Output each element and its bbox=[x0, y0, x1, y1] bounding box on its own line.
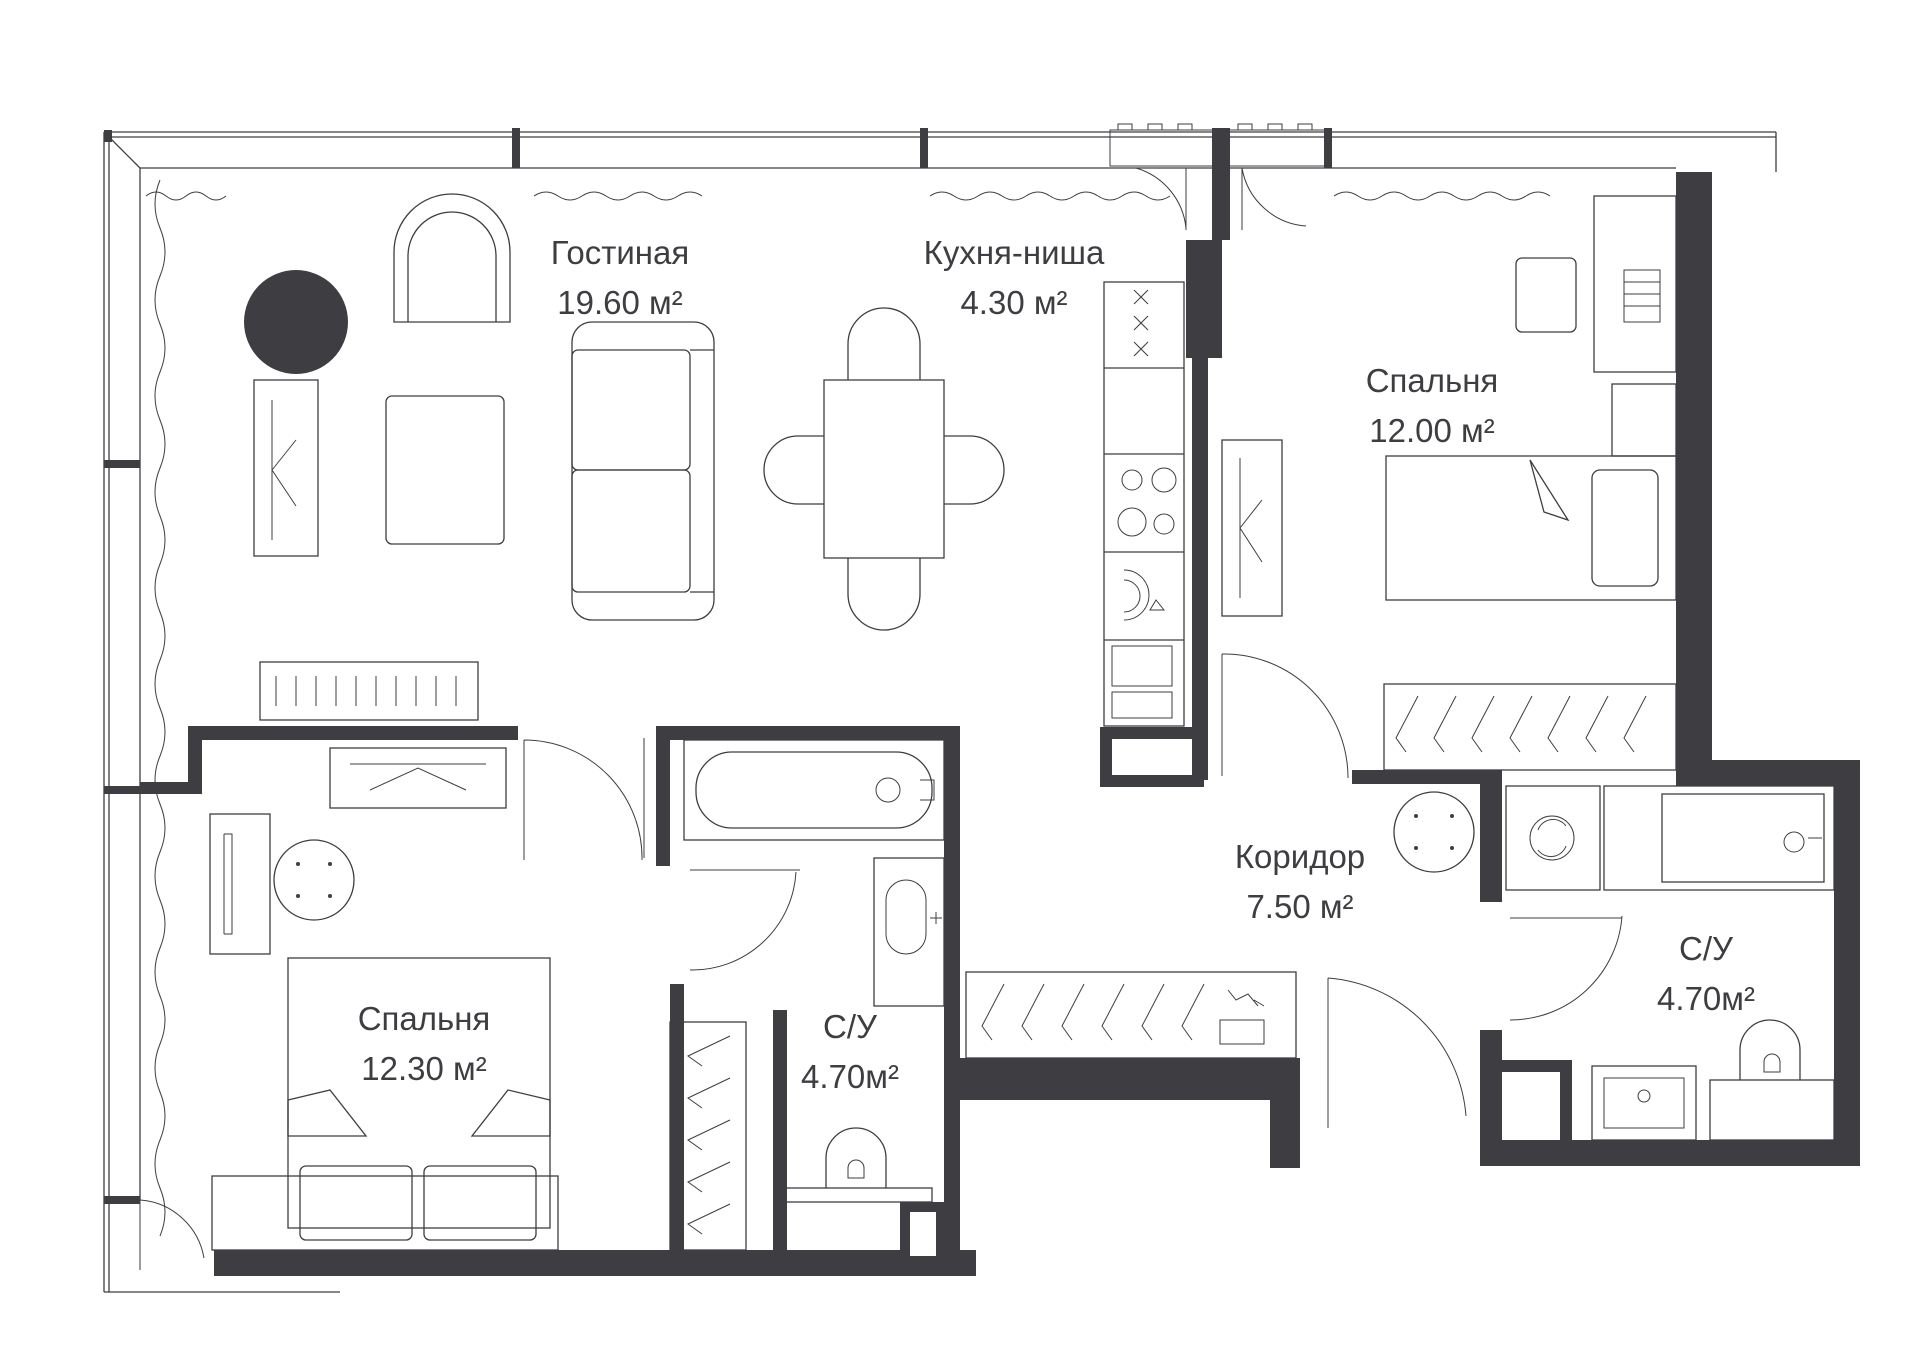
furniture-living bbox=[244, 193, 1005, 721]
radiator bbox=[259, 661, 479, 721]
wall-left-stub bbox=[140, 782, 202, 794]
wall-bedroom-left-step bbox=[188, 726, 202, 794]
toilet-icon bbox=[783, 1127, 933, 1203]
wardrobe-icon bbox=[1383, 683, 1677, 771]
furniture-bath-left bbox=[683, 739, 945, 1203]
desk bbox=[1593, 195, 1677, 373]
wall-bath-right-bottom bbox=[1480, 1140, 1860, 1166]
wall-right-step bbox=[1676, 760, 1860, 786]
furniture-bedroom-right bbox=[1221, 195, 1677, 771]
wall-bath-left-east-lower bbox=[944, 1054, 960, 1276]
wall-bedroom-right-bottom bbox=[1352, 770, 1492, 784]
pouf-left bbox=[273, 839, 355, 921]
room-area-living: 19.60 м² bbox=[557, 284, 682, 321]
vanity-right bbox=[1591, 1065, 1697, 1141]
furniture-kitchen bbox=[1103, 281, 1185, 727]
room-name-living: Гостиная bbox=[551, 234, 690, 271]
wall-kitchen-niche-top bbox=[1100, 727, 1204, 739]
walls bbox=[140, 128, 1860, 1276]
furniture-corridor bbox=[965, 791, 1475, 1059]
wall-bath-left-inner bbox=[773, 1010, 787, 1250]
wall-corridor-south-pillar bbox=[1270, 1058, 1300, 1168]
sink-icon bbox=[1603, 1077, 1685, 1129]
wall-bath-left-east bbox=[944, 726, 960, 1066]
tv-unit-left bbox=[209, 813, 271, 955]
washing-machine-icon bbox=[1505, 785, 1601, 891]
tv-unit bbox=[253, 379, 319, 557]
wall-bath-left-west-upper bbox=[656, 726, 670, 866]
sink-icon bbox=[1111, 645, 1173, 687]
wall-bath-right-west-lower bbox=[1480, 1030, 1502, 1166]
room-name-bedroom-right: Спальня bbox=[1366, 362, 1499, 399]
lamp-icon bbox=[244, 270, 348, 374]
wall-bottom-box-void bbox=[910, 1212, 936, 1256]
door-bath-left bbox=[689, 869, 800, 971]
room-area-kitchen: 4.30 м² bbox=[960, 284, 1067, 321]
sofa-icon bbox=[571, 321, 715, 621]
door-bedroom-right bbox=[1221, 653, 1349, 779]
kitchen-counter bbox=[1103, 281, 1185, 727]
nightstand bbox=[1611, 383, 1677, 457]
room-area-bedroom-left: 12.30 м² bbox=[361, 1050, 486, 1087]
bed-icon bbox=[1385, 455, 1677, 601]
door-bath-right bbox=[1509, 915, 1623, 1021]
doors bbox=[523, 653, 1623, 1128]
wall-kitchen-bedroom bbox=[1192, 358, 1208, 780]
door-bedroom-left bbox=[523, 739, 643, 861]
shower-sink-counter bbox=[1603, 785, 1835, 891]
glazing bbox=[103, 123, 1777, 1293]
wardrobe-icon bbox=[965, 971, 1297, 1059]
furniture-bath-right bbox=[1505, 785, 1835, 1141]
armchair-icon bbox=[393, 193, 511, 323]
bed-icon bbox=[211, 957, 559, 1251]
room-name-bathroom-right: С/У bbox=[1679, 930, 1734, 967]
wall-bath-left-west-lower bbox=[670, 984, 684, 1250]
wall-right-lower bbox=[1834, 760, 1860, 1166]
hood-icon bbox=[1133, 289, 1149, 357]
monitor-icon bbox=[1623, 269, 1661, 323]
sink-icon bbox=[885, 879, 927, 955]
room-name-bathroom-left: С/У bbox=[823, 1008, 878, 1045]
wall-top-column bbox=[1212, 128, 1230, 240]
room-name-corridor: Коридор bbox=[1235, 838, 1365, 875]
coffee-table bbox=[385, 395, 505, 545]
bathtub-icon bbox=[683, 739, 945, 841]
vanity bbox=[873, 857, 945, 1007]
wall-bath-right-box-top bbox=[1502, 1060, 1572, 1072]
pouf bbox=[1393, 791, 1475, 873]
wall-bath-right-west-upper bbox=[1480, 770, 1502, 902]
wall-kitchen-column bbox=[1186, 240, 1222, 358]
room-area-bathroom-left: 4.70м² bbox=[801, 1058, 899, 1095]
room-area-bedroom-right: 12.00 м² bbox=[1369, 412, 1494, 449]
room-area-corridor: 7.50 м² bbox=[1246, 888, 1353, 925]
wall-bath-right-box-side bbox=[1560, 1060, 1572, 1140]
dresser bbox=[329, 747, 507, 809]
furniture-bedroom-left bbox=[209, 747, 747, 1251]
dining-table-icon bbox=[763, 307, 1005, 631]
dishwasher-icon bbox=[1123, 569, 1166, 621]
room-name-bedroom-left: Спальня bbox=[358, 1000, 491, 1037]
room-name-kitchen: Кухня-ниша bbox=[924, 234, 1105, 271]
wall-kitchen-niche-left bbox=[1100, 727, 1112, 787]
wall-bedroom-left-top bbox=[188, 726, 518, 740]
stove-icon bbox=[1117, 467, 1177, 537]
wall-right-outer bbox=[1676, 172, 1712, 762]
room-labels: Гостиная 19.60 м² Кухня-ниша 4.30 м² Спа… bbox=[358, 234, 1755, 1095]
wall-kitchen-niche-bottom bbox=[1100, 775, 1204, 787]
wall-bath-left-top bbox=[656, 726, 960, 740]
tv-unit-right bbox=[1221, 439, 1283, 617]
wall-bottom bbox=[214, 1250, 976, 1276]
door-entrance bbox=[1327, 977, 1467, 1128]
wardrobe-icon bbox=[669, 1021, 747, 1251]
toilet-icon bbox=[1709, 1019, 1835, 1141]
room-area-bathroom-right: 4.70м² bbox=[1657, 980, 1755, 1017]
wall-corridor-south bbox=[960, 1058, 1300, 1100]
